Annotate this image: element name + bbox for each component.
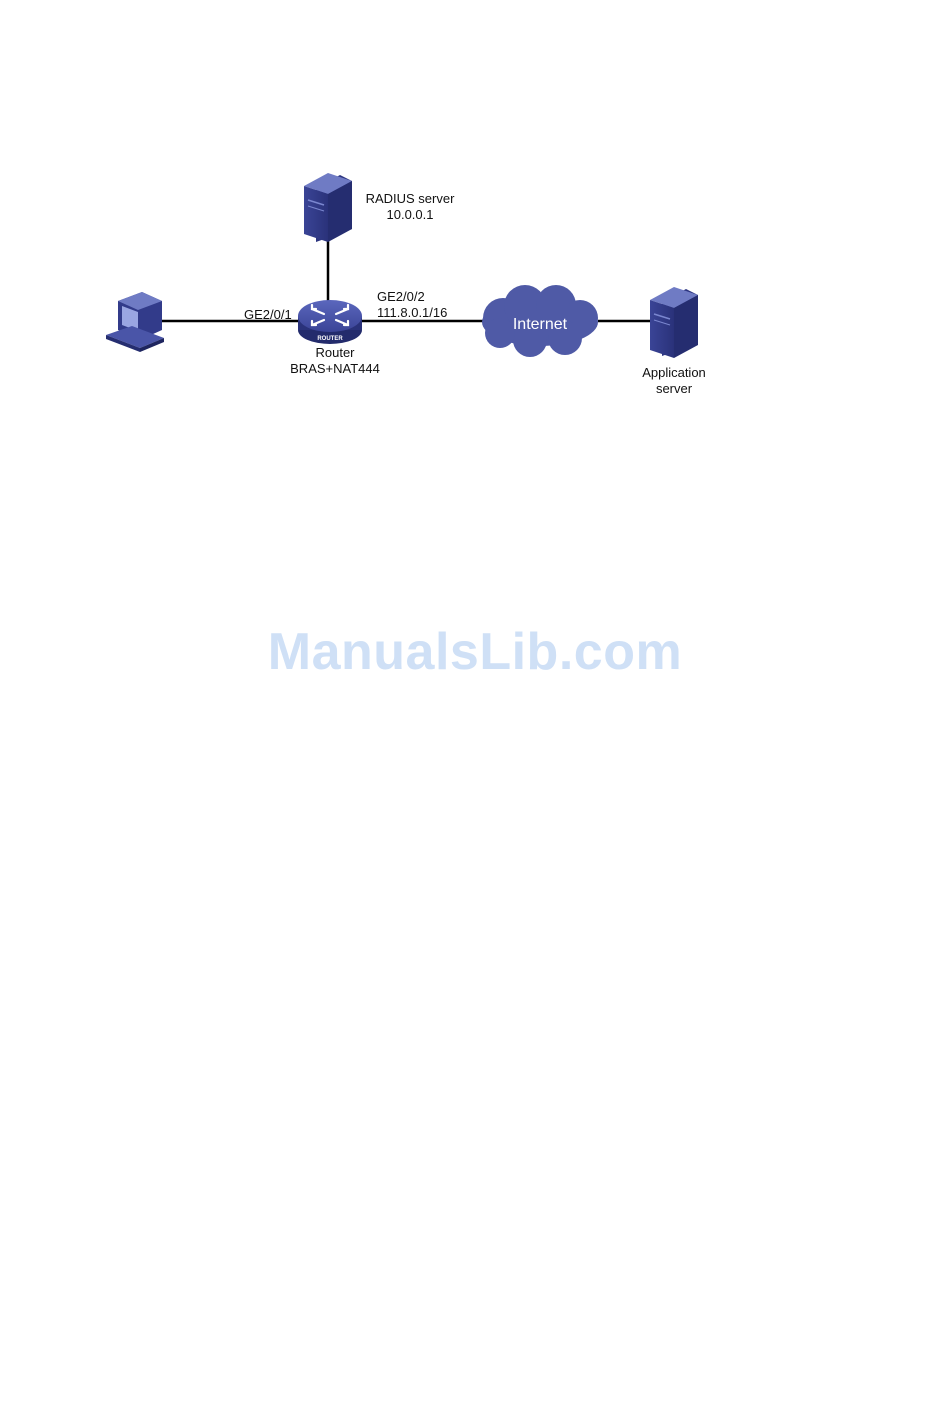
radius-server-icon — [304, 173, 352, 242]
router-role: BRAS+NAT444 — [280, 361, 390, 377]
host-computer-icon — [106, 292, 164, 352]
application-server-name-line1: Application — [624, 365, 724, 381]
interface-ge2-0-1: GE2/0/1 — [244, 307, 292, 323]
router-icon: ROUTER — [298, 300, 362, 344]
interface-ge2-0-2: GE2/0/2 — [377, 289, 425, 305]
radius-server-name: RADIUS server — [355, 191, 465, 207]
interface-ge2-0-2-ip: 111.8.0.1/16 — [377, 305, 447, 321]
router-badge: ROUTER — [317, 336, 343, 342]
internet-cloud-icon: Internet — [482, 285, 598, 357]
watermark: ManualsLib.com — [0, 622, 950, 682]
application-server-icon — [650, 287, 698, 358]
router-name: Router — [280, 345, 390, 361]
application-server-name-line2: server — [624, 381, 724, 397]
internet-label: Internet — [513, 316, 568, 333]
radius-server-ip: 10.0.0.1 — [355, 207, 465, 223]
